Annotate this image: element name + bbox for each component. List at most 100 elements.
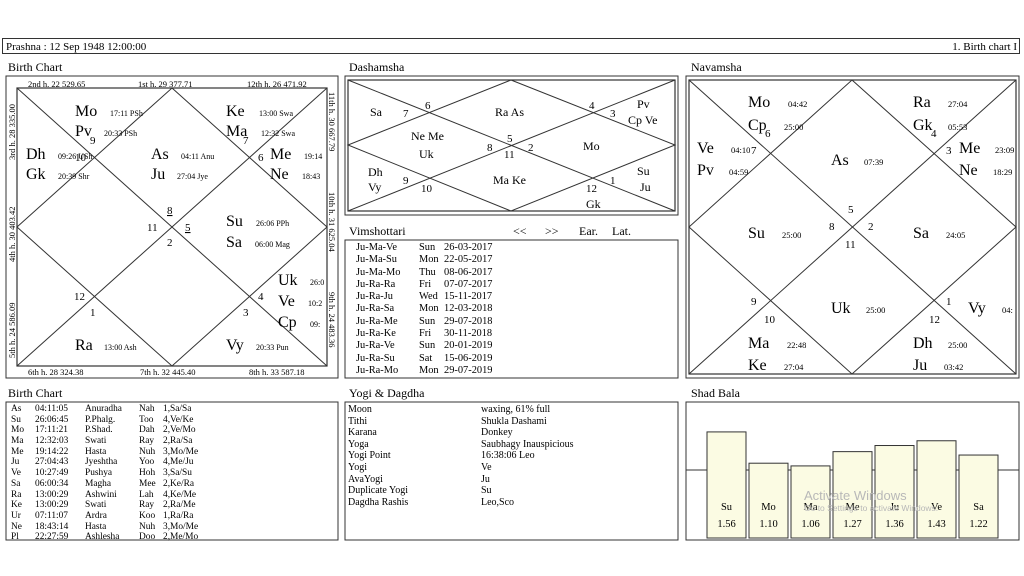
chart-header-bar: Prashna : 12 Sep 1948 12:00:00 1. Birth … (2, 38, 1020, 54)
shad-bala-bar-ma (790, 465, 831, 539)
planet-vy[interactable]: Vy (226, 337, 244, 354)
planet-ve[interactable]: Ve (278, 293, 295, 310)
dashamsha-ra-as[interactable]: Ra As (495, 105, 524, 119)
yogi-key: Karana (348, 427, 377, 439)
cusp-9th: 9th h. 24 483.36 (327, 292, 337, 348)
shad-bala-planet-label: Su (721, 502, 733, 513)
yogi-key: Yogi Point (348, 450, 391, 462)
planet-longitude: 26:06:45 (35, 414, 69, 425)
navamsha-gk[interactable]: Gk (913, 117, 933, 134)
planet-cp-detail: 09: (310, 320, 320, 329)
planet-as[interactable]: As (151, 146, 169, 163)
planet-pv[interactable]: Pv (75, 123, 92, 140)
birth-chart-diamond (16, 87, 328, 367)
navamsha-mo[interactable]: Mo (748, 94, 770, 111)
planet-mo[interactable]: Mo (75, 103, 97, 120)
planet-dh-detail: 09:26 USh (58, 152, 92, 161)
vimshottari-earlier-button[interactable]: Ear. (579, 224, 598, 238)
navamsha-uk[interactable]: Uk (831, 300, 851, 317)
navamsha-su[interactable]: Su (748, 225, 765, 242)
navamsha-house-number: 9 (751, 296, 757, 308)
navamsha-dh[interactable]: Dh (913, 335, 933, 352)
navamsha-title: Navamsha (691, 60, 742, 74)
vimshottari-prev-button[interactable]: << (513, 224, 527, 238)
navamsha-ve[interactable]: Ve (697, 140, 714, 157)
dashamsha-pv[interactable]: Pv (637, 97, 650, 111)
planet-ne[interactable]: Ne (270, 166, 289, 183)
chart-selector[interactable]: 1. Birth chart I (952, 41, 1017, 53)
navamsha-ke[interactable]: Ke (748, 357, 767, 374)
dasha-period: Ju-Ra-Sa (356, 303, 395, 315)
dashamsha-cp-ve[interactable]: Cp Ve (628, 113, 657, 127)
navamsha-ju[interactable]: Ju (913, 357, 927, 374)
planet-su[interactable]: Su (226, 213, 243, 230)
planet-nakshatra: Pushya (85, 468, 113, 479)
dashamsha-house-number: 6 (425, 100, 431, 112)
dashamsha-dh[interactable]: Dh (368, 165, 383, 179)
planet-gk[interactable]: Gk (26, 166, 46, 183)
vimshottari-later-button[interactable]: Lat. (612, 224, 631, 238)
dasha-weekday: Sun (419, 315, 436, 327)
dashamsha-su[interactable]: Su (637, 164, 650, 178)
dasha-period: Ju-Ra-Ju (356, 291, 393, 303)
planet-ra[interactable]: Ra (75, 337, 93, 354)
dashamsha-sa[interactable]: Sa (370, 105, 383, 119)
navamsha-sa[interactable]: Sa (913, 225, 929, 242)
dashamsha-gk[interactable]: Gk (586, 197, 601, 211)
vimshottari-next-button[interactable]: >> (545, 224, 559, 238)
planet-ke[interactable]: Ke (226, 103, 245, 120)
navamsha-ma[interactable]: Ma (748, 335, 769, 352)
navamsha-house-number: 2 (868, 221, 874, 233)
navamsha-pv[interactable]: Pv (697, 162, 714, 179)
dashamsha-uk[interactable]: Uk (419, 147, 434, 161)
navamsha-mo-detail: 04:42 (788, 99, 807, 109)
birth-chart-title: Birth Chart (8, 60, 63, 74)
navamsha-ra[interactable]: Ra (913, 94, 931, 111)
planet-sa[interactable]: Sa (226, 234, 242, 251)
planet-abbr: Ve (11, 468, 21, 479)
planet-me[interactable]: Me (270, 146, 291, 163)
planet-abbr: Ma (11, 436, 24, 447)
navamsha-vy[interactable]: Vy (968, 300, 986, 317)
planet-sa-detail: 06:00 Mag (255, 240, 290, 249)
cusp-12th: 12th h. 26 471.92 (247, 79, 307, 89)
planet-dh[interactable]: Dh (26, 146, 46, 163)
planet-ju[interactable]: Ju (151, 166, 165, 183)
planet-pv-detail: 20:33 PSh (104, 129, 137, 138)
cusp-7th: 7th h. 32 445.40 (140, 367, 196, 377)
cusp-6th: 6th h. 28 324.38 (28, 367, 84, 377)
dashamsha-mo[interactable]: Mo (583, 139, 600, 153)
dasha-date: 22-05-2017 (444, 254, 493, 266)
dasha-weekday: Sun (419, 242, 436, 253)
yogi-key: Moon (348, 404, 372, 415)
navamsha-ne[interactable]: Ne (959, 162, 978, 179)
dashamsha-vy[interactable]: Vy (368, 180, 381, 194)
dasha-period: Ju-Ra-Mo (356, 364, 399, 376)
dashamsha-ma-ke[interactable]: Ma Ke (493, 173, 526, 187)
planet-uk[interactable]: Uk (278, 272, 298, 289)
planet-cp[interactable]: Cp (278, 314, 297, 331)
vimshottari-frame (344, 239, 679, 379)
navamsha-me[interactable]: Me (959, 140, 980, 157)
dashamsha-diagonal (347, 79, 676, 212)
navamsha-cp[interactable]: Cp (748, 117, 767, 134)
planet-ma[interactable]: Ma (226, 123, 247, 140)
dashamsha-ne-me[interactable]: Ne Me (411, 129, 444, 143)
planet-nakshatra: P.Phalg. (85, 414, 116, 425)
dashamsha-ju[interactable]: Ju (640, 180, 651, 194)
navamsha-as[interactable]: As (831, 152, 849, 169)
